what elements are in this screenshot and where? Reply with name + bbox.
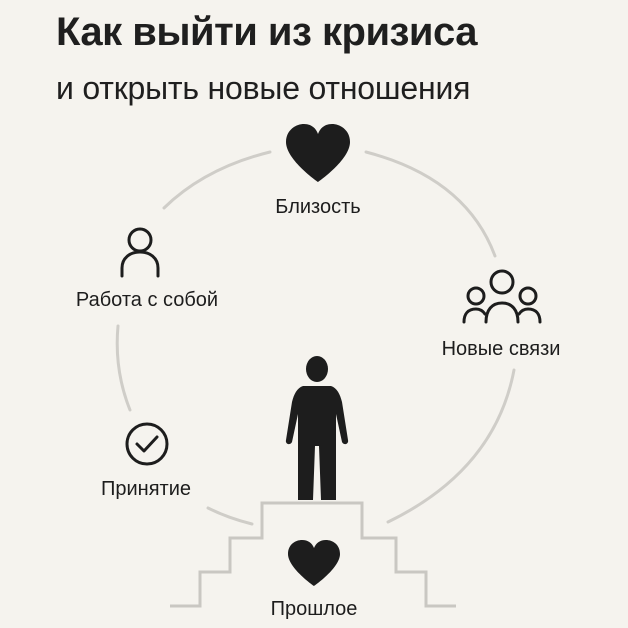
arc-new-connections-to-past bbox=[386, 368, 516, 524]
stage-label-new-connections: Новые связи bbox=[441, 338, 561, 360]
heart-bottom-icon bbox=[288, 540, 340, 586]
standing-person-icon bbox=[285, 356, 349, 500]
person-icon bbox=[120, 227, 160, 278]
stage-label-acceptance: Принятие bbox=[101, 478, 191, 500]
stage-label-self-work: Работа с собой bbox=[75, 289, 219, 311]
title-line-1: Как выйти из кризиса bbox=[56, 10, 478, 54]
stage-label-past: Прошлое bbox=[270, 598, 358, 620]
arc-self-work-to-acceptance bbox=[115, 324, 132, 412]
page-title: Как выйти из кризиса и открыть новые отн… bbox=[56, 10, 478, 108]
cycle-arcs bbox=[115, 150, 516, 526]
arc-closeness-to-new-connections bbox=[364, 150, 497, 258]
arc-acceptance-to-stairs bbox=[206, 506, 254, 526]
title-line-2: и открыть новые отношения bbox=[56, 70, 471, 106]
stage-label-closeness: Близость bbox=[275, 196, 361, 218]
heart-icon bbox=[286, 124, 350, 182]
arc-self-work-to-closeness bbox=[162, 150, 272, 210]
stairs-icon bbox=[170, 501, 456, 608]
check-circle-icon bbox=[125, 422, 169, 466]
group-icon bbox=[462, 269, 542, 324]
